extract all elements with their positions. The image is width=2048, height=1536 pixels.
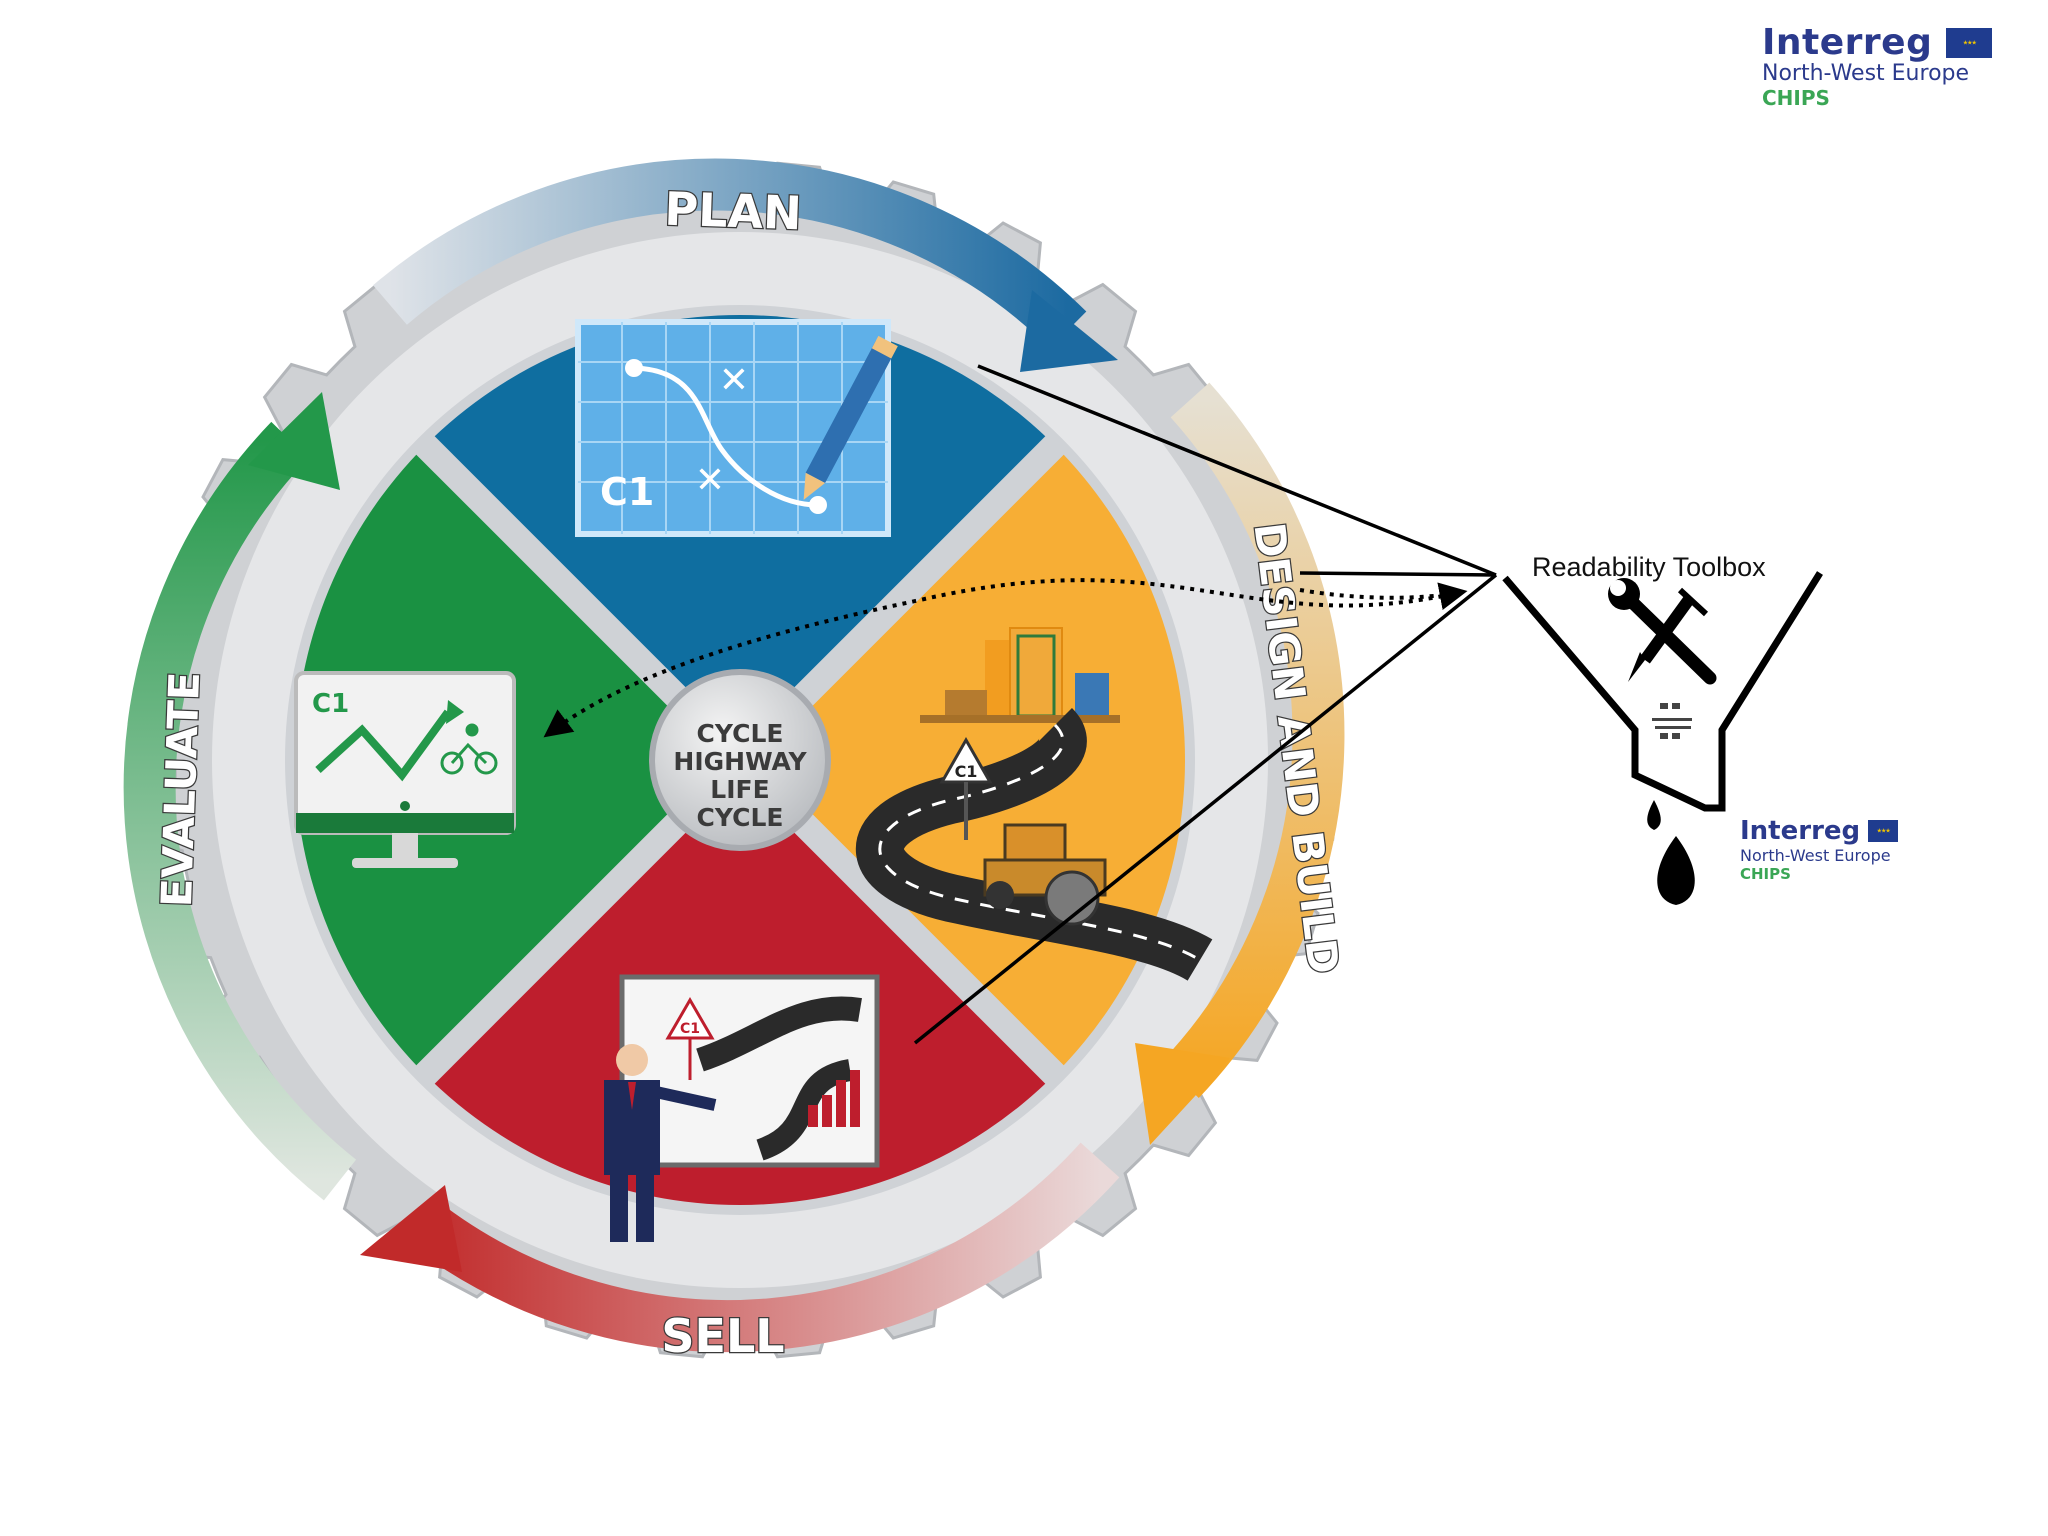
- center-label-line4: CYCLE: [697, 803, 784, 832]
- design-build-illustration: C1: [856, 627, 1213, 982]
- sell-arrow: [404, 1142, 1120, 1353]
- presenter-icon: [604, 1044, 717, 1242]
- design-build-quadrant: [740, 315, 1185, 1205]
- connector-lines: [913, 364, 1498, 1045]
- sell-arrow-head: [360, 1185, 462, 1272]
- sell-presentation-illustration: C1: [604, 974, 880, 1242]
- design-arrow-head: [1135, 1043, 1230, 1145]
- evaluate-monitor-illustration: C1: [294, 671, 516, 868]
- plan-arrow-head: [1020, 290, 1118, 372]
- eu-flag-icon: [1946, 27, 1993, 58]
- plan-map-illustration: ✕ ✕ C1: [575, 319, 898, 537]
- center-label-line1: CYCLE: [697, 719, 784, 748]
- sell-sign-badge: C1: [680, 1021, 700, 1037]
- plan-label: PLAN: [664, 182, 803, 241]
- plan-arrow: [373, 158, 1087, 349]
- design-arrow: [1161, 382, 1345, 1098]
- bicycle-icon: [440, 723, 498, 775]
- wrench-screwdriver-icon: [1608, 578, 1717, 685]
- map-x-mark: ✕: [719, 360, 749, 401]
- toolbox-label: Readability Toolbox: [1532, 552, 1766, 582]
- sell-label: SELL: [661, 1309, 784, 1363]
- pencil-icon: [803, 335, 898, 500]
- toolbox-funnel: [1502, 571, 1823, 812]
- center-label-line2: HIGHWAY: [673, 747, 807, 776]
- interreg-logo-small: Interreg North-West Europe CHIPS: [1740, 816, 1899, 883]
- map-x-mark: ✕: [695, 460, 725, 501]
- drop-icon-small: [1647, 800, 1661, 830]
- plan-map-badge: C1: [600, 470, 654, 514]
- feedback-dotted-arrow-right: [1299, 582, 1468, 610]
- eu-flag-icon: [1868, 820, 1899, 842]
- logo-region: North-West Europe: [1762, 61, 1970, 86]
- evaluate-label: EVALUATE: [152, 671, 209, 908]
- logo-region: North-West Europe: [1740, 846, 1891, 865]
- evaluate-monitor-badge: C1: [312, 689, 349, 719]
- evaluate-arrow: [123, 421, 357, 1201]
- interreg-logo-top: Interreg North-West Europe CHIPS: [1762, 22, 1993, 110]
- logo-project: CHIPS: [1740, 865, 1791, 883]
- road-roller-icon: [983, 823, 1107, 926]
- evaluate-arrow-head: [248, 392, 340, 490]
- center-label-line3: LIFE: [710, 775, 769, 804]
- mini-diagram-icon: [1652, 703, 1692, 739]
- logo-project: CHIPS: [1762, 86, 1830, 110]
- drop-icon-large: [1657, 836, 1695, 905]
- design-sign-badge: C1: [955, 762, 978, 781]
- logo-brand: Interreg: [1762, 22, 1933, 63]
- logo-brand: Interreg: [1740, 816, 1861, 846]
- center-badge: [649, 669, 831, 851]
